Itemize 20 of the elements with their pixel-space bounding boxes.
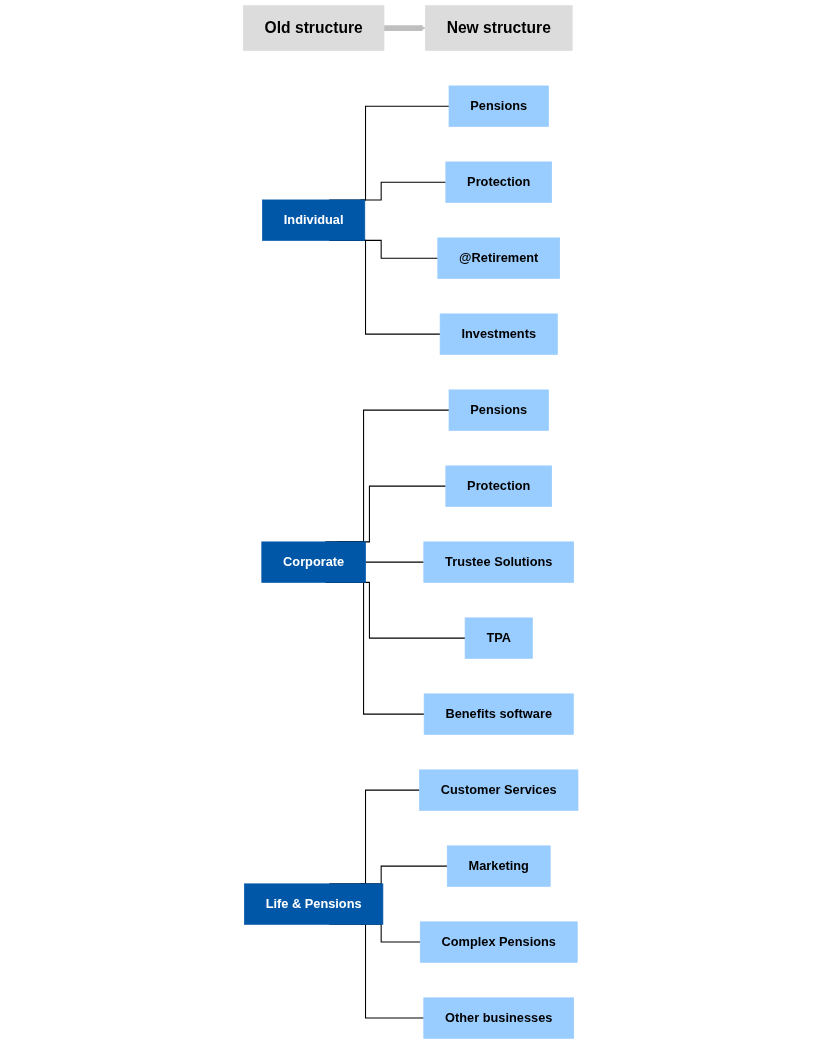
node-box: Pensions — [448, 389, 549, 431]
node-box: Protection — [445, 161, 552, 203]
node-box: Investments — [439, 313, 558, 355]
node-box: Life & Pensions — [243, 883, 384, 925]
node-box: TPA — [464, 617, 533, 659]
node-box: Corporate — [261, 541, 366, 583]
node-box: Pensions — [448, 85, 549, 127]
node-box: Other businesses — [423, 997, 574, 1039]
node-box: Benefits software — [423, 693, 574, 735]
node-box: @Retirement — [437, 237, 560, 279]
node-box: Old structure — [242, 5, 385, 51]
node-box: Complex Pensions — [419, 921, 578, 963]
node-box: New structure — [424, 5, 573, 51]
node-box: Trustee Solutions — [423, 541, 574, 583]
arrow — [383, 24, 426, 32]
node-box: Customer Services — [419, 769, 579, 811]
node-box: Protection — [445, 465, 552, 507]
connector — [364, 561, 425, 563]
node-box: Individual — [262, 199, 365, 241]
node-box: Marketing — [446, 845, 551, 887]
